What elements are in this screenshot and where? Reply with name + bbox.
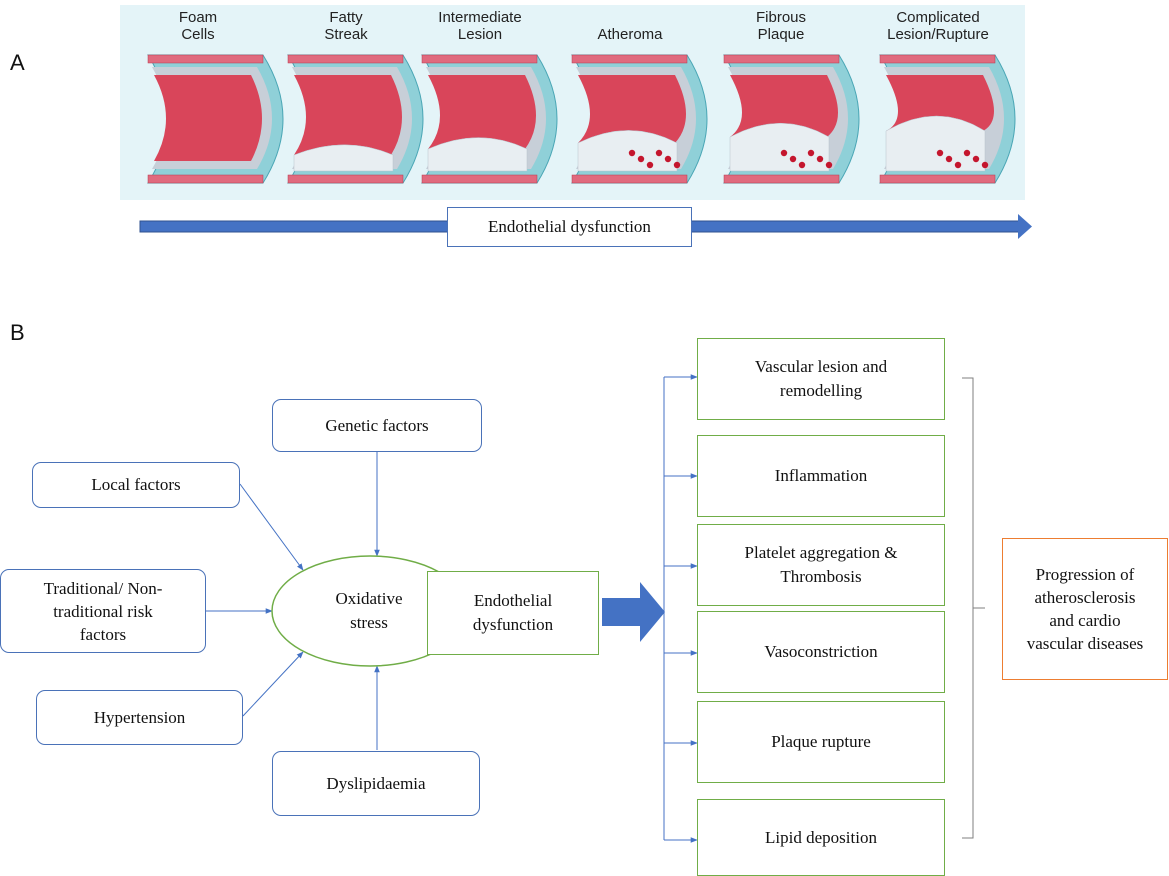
plaque-5 (729, 123, 830, 172)
artery-top-band-3 (421, 54, 538, 64)
stage-label-foam-cells: Foam Cells (178, 9, 218, 43)
red-cell-6-4 (972, 155, 980, 163)
artery-bottom-band-6 (879, 174, 996, 184)
red-cell-4-0 (628, 149, 636, 157)
red-cell-4-4 (664, 155, 672, 163)
red-cell-6-2 (954, 161, 962, 169)
artery-bottom-band-2 (287, 174, 404, 184)
right-bracket (962, 377, 985, 839)
genetic-factors-box: Genetic factors (272, 399, 482, 452)
artery-bottom-band-5 (723, 174, 840, 184)
red-cell-4-3 (655, 149, 663, 157)
artery-top-band-1 (147, 54, 264, 64)
panel-a-letter: A (10, 50, 25, 75)
endothelial-dysfunction-box: Endothelial dysfunction (427, 571, 599, 655)
artery-lumen-3 (428, 75, 536, 149)
artery-bottom-band-3 (421, 174, 538, 184)
stage-label-fatty-streak: Fatty Streak (324, 9, 368, 43)
red-cell-5-1 (789, 155, 797, 163)
oxidative-stress-label: Oxidative stress (335, 589, 403, 632)
outcome-progression-box: Progression of atherosclerosis and cardi… (1002, 538, 1168, 680)
plaque-4 (577, 130, 678, 172)
effect-plaque-rupture-box: Plaque rupture (697, 701, 945, 783)
stage-label-fibrous-plaque: Fibrous Plaque (755, 9, 807, 43)
traditional-risk-factors-box: Traditional/ Non- traditional risk facto… (0, 569, 206, 653)
red-cell-6-5 (981, 161, 989, 169)
artery-lumen-1 (154, 75, 262, 161)
plaque-2 (293, 144, 394, 172)
artery-lumen-5 (730, 75, 838, 137)
arrow-hypertension-to-oxidative (242, 651, 304, 717)
local-factors-box: Local factors (32, 462, 240, 508)
plaque-6 (885, 115, 986, 172)
red-cell-6-0 (936, 149, 944, 157)
artery-top-band-2 (287, 54, 404, 64)
dyslipidaemia-box: Dyslipidaemia (272, 751, 480, 816)
plaque-3 (427, 137, 528, 172)
red-cell-4-2 (646, 161, 654, 169)
artery-top-band-6 (879, 54, 996, 64)
stage-label-intermediate-lesion: Intermediate Lesion (438, 9, 522, 43)
effect-inflammation-box: Inflammation (697, 435, 945, 517)
artery-bottom-band-1 (147, 174, 264, 184)
timeline-label-box: Endothelial dysfunction (447, 207, 692, 247)
red-cell-6-1 (945, 155, 953, 163)
red-cell-4-1 (637, 155, 645, 163)
artery-lumen-4 (578, 75, 686, 143)
artery-stage-drawings (147, 54, 1016, 184)
effect-vasoconstriction-box: Vasoconstriction (697, 611, 945, 693)
artery-lumen-6 (886, 75, 994, 131)
red-cell-6-3 (963, 149, 971, 157)
stage-label-complicated-lesion: Complicated Lesion/Rupture (887, 9, 989, 43)
artery-top-band-4 (571, 54, 688, 64)
red-cell-5-2 (798, 161, 806, 169)
red-cell-5-5 (825, 161, 833, 169)
panel-b-letter: B (10, 320, 25, 345)
hypertension-box: Hypertension (36, 690, 243, 745)
red-cell-5-4 (816, 155, 824, 163)
stage-label-atheroma: Atheroma (597, 26, 663, 43)
artery-top-band-5 (723, 54, 840, 64)
arrow-local-to-oxidative (239, 483, 304, 571)
red-cell-5-3 (807, 149, 815, 157)
artery-bottom-band-4 (571, 174, 688, 184)
effect-lipid-deposition-box: Lipid deposition (697, 799, 945, 876)
atherosclerosis-stages-illustration (120, 5, 1025, 200)
effect-platelet-aggregation-box: Platelet aggregation & Thrombosis (697, 524, 945, 606)
artery-lumen-2 (294, 75, 402, 155)
red-cell-5-0 (780, 149, 788, 157)
effect-vascular-lesion-box: Vascular lesion and remodelling (697, 338, 945, 420)
big-right-arrow (602, 582, 665, 642)
red-cell-4-5 (673, 161, 681, 169)
